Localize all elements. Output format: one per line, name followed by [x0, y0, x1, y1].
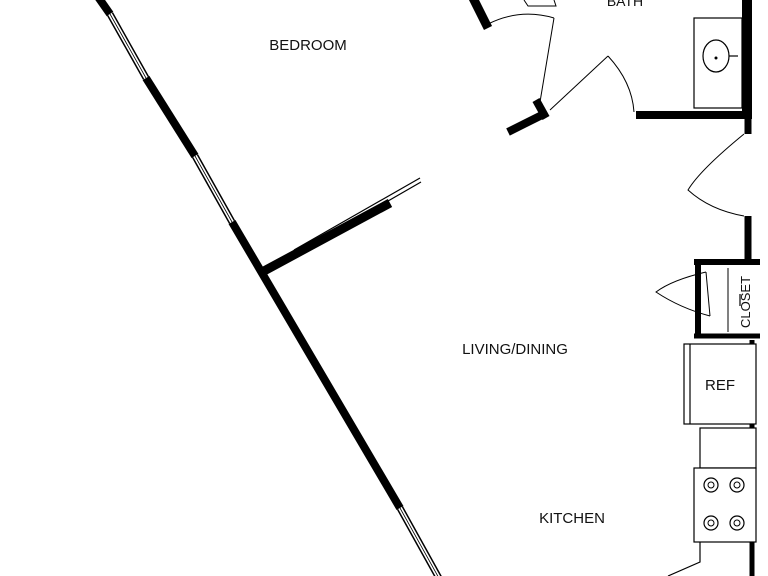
- stove-burner-icon: [703, 515, 719, 531]
- room-label-closet: CLOSET: [738, 276, 753, 328]
- room-label-bedroom: BEDROOM: [269, 37, 347, 54]
- entry-door-swing: [687, 133, 745, 217]
- stove-burner-icon: [703, 477, 719, 493]
- stove-burner-icon: [729, 477, 745, 493]
- room-label-bath: BATH: [607, 0, 643, 9]
- closet-door-swing: [655, 271, 711, 317]
- bath-wall-top-left: [468, 0, 493, 31]
- window-icon: [396, 506, 442, 576]
- room-label-living-dining: LIVING/DINING: [462, 341, 568, 358]
- window-icon: [106, 12, 150, 80]
- stove-burner-icon: [729, 515, 745, 531]
- bath-door-swing: [487, 0, 557, 103]
- bath-wall-corner: [506, 98, 550, 136]
- bedroom-partition-wall: [261, 177, 422, 275]
- room-label-ref: REF: [705, 377, 735, 394]
- refrigerator: [683, 343, 757, 425]
- bath-vanity: [693, 17, 743, 109]
- kitchen-counter: [667, 427, 757, 576]
- window-icon: [191, 154, 236, 224]
- bath-door-swing-2: [549, 55, 635, 113]
- sink-icon: [702, 39, 738, 73]
- room-label-kitchen: KITCHEN: [539, 510, 605, 527]
- diagonal-exterior-wall: [95, 0, 404, 511]
